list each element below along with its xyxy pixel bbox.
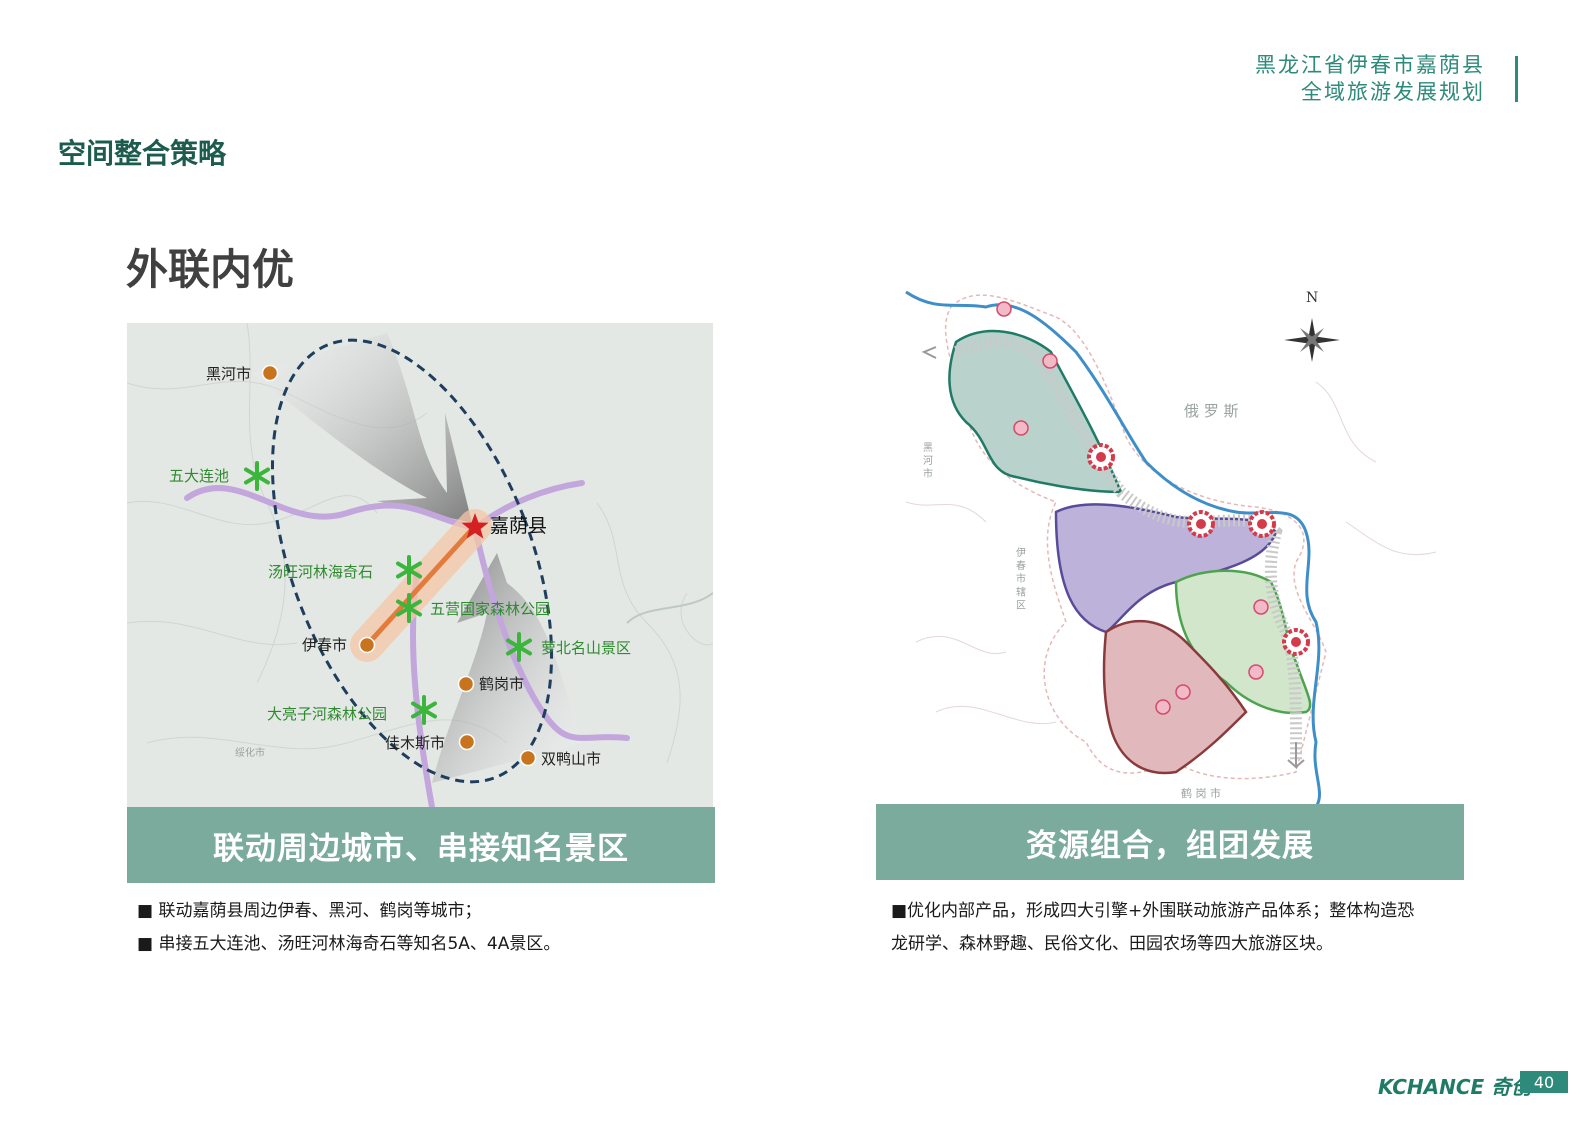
section-title: 空间整合策略 bbox=[58, 137, 227, 170]
label-jiayin: 嘉荫县 bbox=[490, 515, 547, 537]
city-dot-hegang bbox=[457, 675, 475, 693]
right-bullet-line-1: ■优化内部产品，形成四大引擎+外围联动旅游产品体系；整体构造恐 bbox=[891, 901, 1415, 921]
document-title-line2: 全域旅游发展规划 bbox=[1301, 80, 1485, 104]
inbound-arrow-north bbox=[252, 333, 472, 523]
compass-north-label: N bbox=[1306, 290, 1318, 306]
document-title-line1: 黑龙江省伊春市嘉荫县 bbox=[1255, 53, 1485, 77]
left-banner: 联动周边城市、串接知名景区 bbox=[127, 807, 715, 883]
heilongjiang-river bbox=[905, 290, 1321, 807]
label-wudalianchi: 五大连池 bbox=[169, 467, 229, 485]
right-banner: 资源组合，组团发展 bbox=[876, 804, 1464, 880]
document-title: 黑龙江省伊春市嘉荫县 全域旅游发展规划 bbox=[1255, 52, 1485, 106]
label-yichun: 伊春市 bbox=[302, 636, 347, 654]
development-axis bbox=[364, 523, 478, 648]
label-hegang: 鹤岗市 bbox=[479, 675, 524, 693]
scenic-marker-luobei bbox=[506, 632, 532, 662]
city-dot-jiamusi bbox=[458, 733, 476, 751]
scenic-marker-wudalianchi bbox=[244, 461, 270, 491]
scenic-marker-wuying bbox=[396, 593, 422, 623]
left-bullet-1: ■ 联动嘉荫县周边伊春、黑河、鹤岗等城市； bbox=[137, 901, 482, 921]
label-tangwanghe: 汤旺河林海奇石 bbox=[268, 563, 373, 581]
label-jiamusi: 佳木斯市 bbox=[385, 734, 445, 752]
city-markers bbox=[261, 364, 537, 767]
left-bullet-2: ■ 串接五大连池、汤旺河林海奇石等知名5A、4A景区。 bbox=[137, 934, 561, 954]
zone-teal bbox=[948, 329, 1123, 494]
right-bullet-line-2: 龙研学、森林野趣、民俗文化、田园农场等四大旅游区块。 bbox=[891, 934, 1333, 954]
header-divider bbox=[1515, 56, 1518, 102]
zone-purple bbox=[1054, 503, 1278, 634]
label-daliangzihe: 大亮子河森林公园 bbox=[267, 705, 387, 723]
main-title: 外联内优 bbox=[126, 245, 295, 294]
city-dot-shuangyashan bbox=[519, 749, 537, 767]
cluster-zoning-map: N 俄 罗 斯 黑 河 市 伊 春 市 辖 区 鹤 岗 市 bbox=[876, 262, 1464, 807]
regional-linkage-map: 黑河市 五大连池 嘉荫县 汤旺河林海奇石 五营国家森林公园 伊春市 萝北名山景区… bbox=[127, 323, 713, 807]
label-luobei: 萝北名山景区 bbox=[541, 639, 631, 657]
linkage-ellipse bbox=[270, 338, 554, 784]
left-bullet-list: ■ 联动嘉荫县周边伊春、黑河、鹤岗等城市； ■ 串接五大连池、汤旺河林海奇石等知… bbox=[137, 895, 717, 961]
page-number: 40 bbox=[1520, 1071, 1568, 1093]
label-shuangyashan: 双鸭山市 bbox=[541, 750, 601, 768]
inbound-arrow-south bbox=[432, 553, 582, 783]
zone-pink bbox=[1102, 619, 1248, 775]
right-bullet-list: ■优化内部产品，形成四大引擎+外围联动旅游产品体系；整体构造恐 龙研学、森林野趣… bbox=[891, 895, 1491, 961]
label-suihua: 绥化市 bbox=[235, 746, 265, 759]
poi-markers bbox=[996, 301, 1269, 715]
label-yichun-district: 伊 春 市 辖 区 bbox=[1014, 547, 1026, 610]
scenic-marker-tangwanghe bbox=[396, 555, 422, 585]
compass-icon bbox=[1284, 318, 1340, 362]
label-heihe: 黑河市 bbox=[206, 365, 251, 383]
engine-markers bbox=[1087, 443, 1310, 656]
engine-marker-3 bbox=[1248, 510, 1276, 538]
engine-marker-2 bbox=[1187, 510, 1215, 538]
label-hegang-right: 鹤 岗 市 bbox=[1181, 786, 1221, 800]
city-dot-yichun bbox=[358, 636, 376, 654]
label-heihe-right: 黑 河 市 bbox=[921, 442, 933, 479]
scenic-markers bbox=[244, 461, 532, 725]
engine-marker-4 bbox=[1282, 628, 1310, 656]
engine-marker-1 bbox=[1087, 443, 1115, 471]
jiayin-star-icon bbox=[461, 513, 489, 539]
city-dot-heihe bbox=[261, 364, 279, 382]
label-russia: 俄 罗 斯 bbox=[1184, 402, 1239, 420]
label-wuying: 五营国家森林公园 bbox=[430, 600, 550, 618]
scenic-marker-daliangzihe bbox=[411, 695, 437, 725]
kchance-logo: KCHANCE 奇创 bbox=[1378, 1075, 1532, 1099]
